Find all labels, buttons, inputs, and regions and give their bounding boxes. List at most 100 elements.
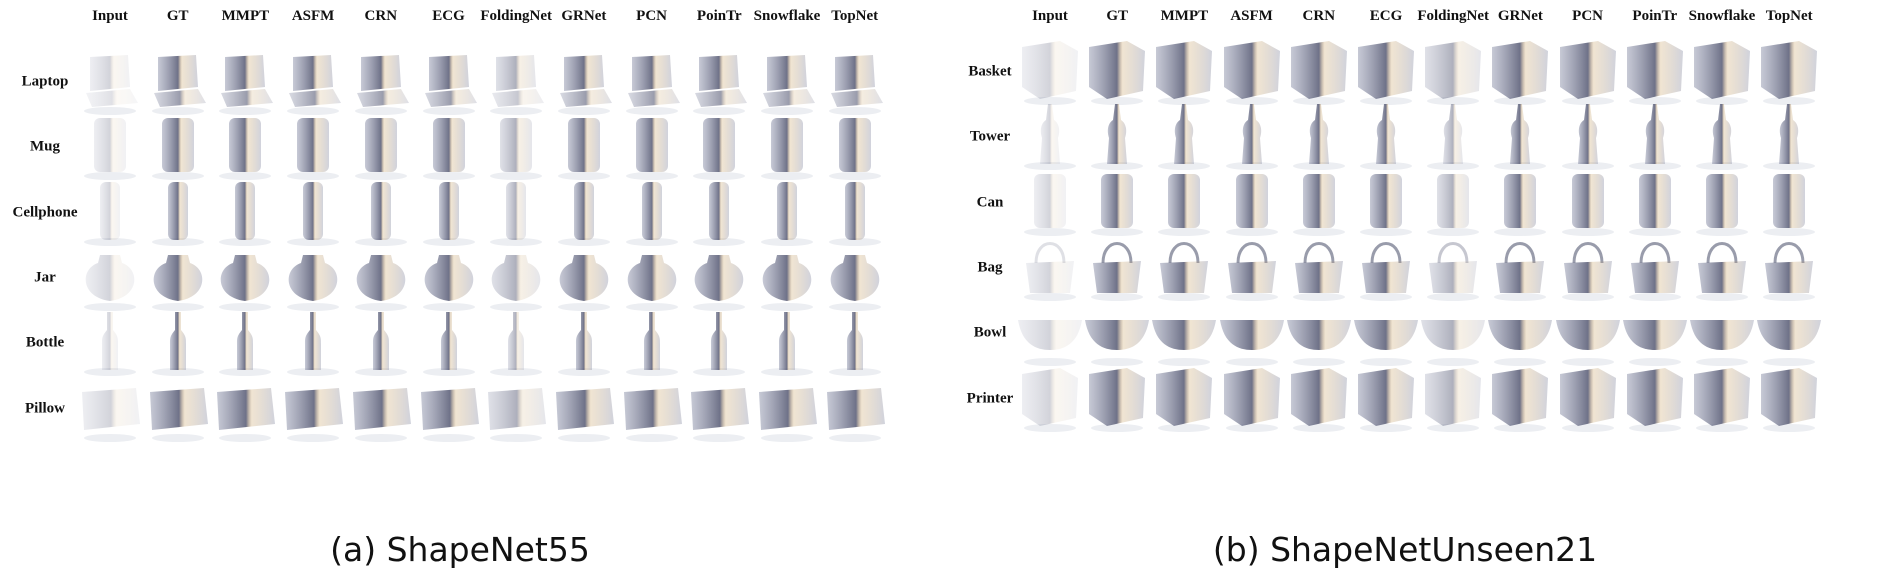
- point-cloud-render: [1621, 168, 1689, 238]
- point-cloud-render: [550, 47, 618, 117]
- point-cloud-render: [1150, 168, 1218, 238]
- column-header: PoinTr: [1632, 8, 1678, 24]
- point-cloud-render: [76, 112, 144, 182]
- point-cloud-render: [1755, 233, 1823, 303]
- column-header: TopNet: [831, 8, 879, 24]
- point-cloud-render: [279, 112, 347, 182]
- point-cloud-render: [1016, 102, 1084, 172]
- point-cloud-render: [1083, 37, 1151, 107]
- point-cloud-render: [1352, 364, 1420, 434]
- point-cloud-render: [1150, 364, 1218, 434]
- point-cloud-render: [1083, 233, 1151, 303]
- point-cloud-render: [1419, 168, 1487, 238]
- point-cloud-render: [1016, 168, 1084, 238]
- point-cloud-render: [618, 243, 686, 313]
- point-cloud-render: [1554, 364, 1622, 434]
- point-cloud-render: [1755, 168, 1823, 238]
- column-header: FoldingNet: [480, 8, 553, 24]
- point-cloud-render: [753, 243, 821, 313]
- point-cloud-render: [1016, 37, 1084, 107]
- point-cloud-render: [347, 47, 415, 117]
- point-cloud-render: [753, 47, 821, 117]
- point-cloud-render: [415, 112, 483, 182]
- point-cloud-render: [1688, 233, 1756, 303]
- point-cloud-render: [415, 243, 483, 313]
- row-label: Can: [976, 194, 1004, 211]
- row-label: Bag: [977, 259, 1003, 276]
- point-cloud-render: [76, 243, 144, 313]
- row-label: Mug: [30, 138, 60, 155]
- point-cloud-render: [1352, 102, 1420, 172]
- point-cloud-render: [685, 308, 753, 378]
- point-cloud-render: [211, 374, 279, 444]
- point-cloud-render: [1554, 168, 1622, 238]
- point-cloud-render: [144, 243, 212, 313]
- point-cloud-render: [1218, 298, 1286, 368]
- point-cloud-render: [821, 374, 889, 444]
- point-cloud-render: [1083, 298, 1151, 368]
- point-cloud-render: [1285, 364, 1353, 434]
- column-header: PoinTr: [696, 8, 742, 24]
- point-cloud-render: [347, 178, 415, 248]
- point-cloud-render: [1688, 168, 1756, 238]
- point-cloud-render: [347, 374, 415, 444]
- column-header: ASFM: [1230, 8, 1273, 24]
- point-cloud-render: [1285, 168, 1353, 238]
- point-cloud-render: [415, 47, 483, 117]
- point-cloud-render: [1755, 364, 1823, 434]
- point-cloud-render: [753, 374, 821, 444]
- point-cloud-render: [1688, 37, 1756, 107]
- row-label: Basket: [968, 63, 1012, 80]
- point-cloud-render: [1621, 298, 1689, 368]
- row-label: Tower: [969, 128, 1011, 145]
- point-cloud-render: [1218, 102, 1286, 172]
- point-cloud-render: [482, 243, 550, 313]
- point-cloud-render: [1621, 364, 1689, 434]
- row-label: Cellphone: [12, 204, 78, 221]
- point-cloud-render: [482, 112, 550, 182]
- point-cloud-render: [1016, 364, 1084, 434]
- row-label: Laptop: [21, 73, 69, 90]
- column-header: ECG: [432, 8, 465, 24]
- point-cloud-render: [144, 308, 212, 378]
- point-cloud-render: [211, 243, 279, 313]
- point-cloud-render: [76, 374, 144, 444]
- point-cloud-render: [1554, 233, 1622, 303]
- point-cloud-render: [1486, 102, 1554, 172]
- column-header: Snowflake: [753, 8, 821, 24]
- point-cloud-render: [550, 243, 618, 313]
- point-cloud-render: [1083, 102, 1151, 172]
- point-cloud-render: [1016, 298, 1084, 368]
- column-header: FoldingNet: [1417, 8, 1490, 24]
- column-header: MMPT: [221, 8, 270, 24]
- point-cloud-render: [144, 178, 212, 248]
- point-cloud-render: [550, 308, 618, 378]
- point-cloud-render: [482, 374, 550, 444]
- subfigure-caption: (a) ShapeNet55: [330, 530, 590, 569]
- point-cloud-render: [1419, 298, 1487, 368]
- column-header: CRN: [364, 8, 398, 24]
- point-cloud-render: [1688, 102, 1756, 172]
- point-cloud-render: [685, 178, 753, 248]
- point-cloud-render: [144, 47, 212, 117]
- point-cloud-render: [753, 308, 821, 378]
- point-cloud-render: [415, 178, 483, 248]
- point-cloud-render: [685, 112, 753, 182]
- point-cloud-render: [1016, 233, 1084, 303]
- point-cloud-render: [211, 308, 279, 378]
- column-header: ASFM: [291, 8, 335, 24]
- row-label: Bottle: [25, 334, 65, 351]
- point-cloud-render: [1150, 102, 1218, 172]
- point-cloud-render: [618, 47, 686, 117]
- point-cloud-render: [618, 308, 686, 378]
- point-cloud-render: [347, 308, 415, 378]
- point-cloud-render: [685, 374, 753, 444]
- point-cloud-render: [1554, 102, 1622, 172]
- point-cloud-render: [1688, 298, 1756, 368]
- point-cloud-render: [1419, 37, 1487, 107]
- point-cloud-render: [618, 112, 686, 182]
- point-cloud-render: [1419, 102, 1487, 172]
- point-cloud-render: [1755, 298, 1823, 368]
